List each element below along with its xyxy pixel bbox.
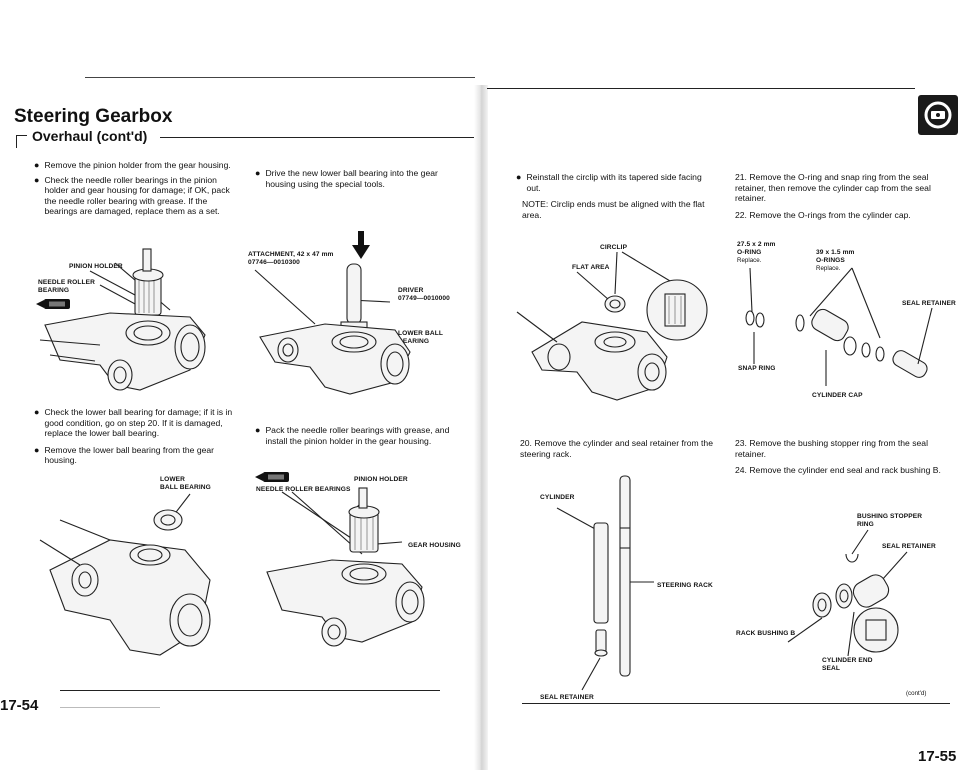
bullet-item: ●Reinstall the circlip with its tapered … bbox=[516, 172, 716, 193]
label-seal-retainer-r1: SEAL RETAINER bbox=[540, 694, 594, 701]
label-seal: SEAL bbox=[822, 665, 840, 672]
label-driver: DRIVER bbox=[398, 287, 424, 294]
label-needle-roller: NEEDLE ROLLER bbox=[38, 279, 95, 286]
subtitle-bracket bbox=[16, 135, 27, 148]
bullet-text: Pack the needle roller bearings with gre… bbox=[265, 425, 450, 446]
pinion-install-illustration bbox=[266, 487, 425, 647]
lower-ball-bearing-illustration bbox=[39, 493, 211, 656]
label-bearing2: BEARING bbox=[398, 338, 430, 345]
label-oring-replace: Replace. bbox=[737, 257, 762, 264]
col1-bullets-a: ●Remove the pinion holder from the gear … bbox=[34, 160, 234, 217]
right-col1-bullet: ●Reinstall the circlip with its tapered … bbox=[516, 172, 716, 193]
page-number-right: 17-55 bbox=[918, 748, 957, 765]
label-rack-bushing: RACK BUSHING B bbox=[736, 630, 796, 637]
bullet-item: ●Remove the lower ball bearing from the … bbox=[34, 445, 234, 466]
bushing-exploded-illustration bbox=[787, 529, 908, 657]
label-oring-size: 27.5 x 2 mm bbox=[737, 241, 776, 248]
bullet-item: ●Drive the new lower ball bearing into t… bbox=[255, 168, 460, 189]
bullet-text: Reinstall the circlip with its tapered s… bbox=[526, 172, 702, 193]
bullet-item: ●Pack the needle roller bearings with gr… bbox=[255, 425, 460, 446]
bottom-rule bbox=[60, 690, 440, 691]
bullet-item: ●Check the lower ball bearing for damage… bbox=[34, 407, 233, 438]
oring-exploded-illustration bbox=[745, 267, 933, 386]
subtitle-rule bbox=[160, 137, 474, 138]
bullet-item: ●Remove the pinion holder from the gear … bbox=[34, 160, 231, 170]
label-orings-size: 39 x 1.5 mm bbox=[816, 249, 855, 256]
grease-tube-icon bbox=[36, 299, 70, 309]
top-rule-right bbox=[487, 88, 915, 89]
label-lower-ball: LOWER BALL bbox=[398, 330, 443, 337]
bullet-text: Remove the pinion holder from the gear h… bbox=[44, 160, 231, 170]
label-pinion-holder2: PINION HOLDER bbox=[354, 476, 408, 483]
bullet-item: ●Check the needle roller bearings in the… bbox=[34, 175, 234, 217]
label-bearing: BEARING bbox=[38, 287, 70, 294]
step-23: 23. Remove the bushing stopper ring from… bbox=[735, 438, 928, 459]
label-oring: O-RING bbox=[737, 249, 762, 256]
top-rule bbox=[85, 77, 475, 78]
note-text: NOTE: Circlip ends must be aligned with … bbox=[522, 199, 705, 220]
label-steering-rack: STEERING RACK bbox=[657, 582, 713, 589]
label-driver-no: 07749—0010000 bbox=[398, 295, 450, 302]
grease-tube-icon bbox=[255, 472, 289, 482]
col2-bullet-a: ●Drive the new lower ball bearing into t… bbox=[255, 168, 460, 189]
label-ring: RING bbox=[857, 521, 874, 528]
step-24: 24. Remove the cylinder end seal and rac… bbox=[735, 465, 941, 475]
label-bushing-stopper: BUSHING STOPPER bbox=[857, 513, 923, 520]
label-circlip: CIRCLIP bbox=[600, 244, 628, 251]
label-gear-housing: GEAR HOUSING bbox=[408, 542, 461, 549]
bottom-rule-right bbox=[522, 703, 950, 704]
label-seal-retainer-r3: SEAL RETAINER bbox=[882, 543, 936, 550]
label-orings: O-RINGS bbox=[816, 257, 845, 264]
label-attachment-no: 07746—0010300 bbox=[248, 259, 300, 266]
label-seal-retainer-r2: SEAL RETAINER bbox=[902, 300, 956, 307]
bullet-text: Check the lower ball bearing for damage;… bbox=[44, 407, 233, 438]
continued-note: (cont'd) bbox=[906, 690, 927, 697]
page-title: Steering Gearbox bbox=[14, 106, 173, 127]
col2-bullet-b: ●Pack the needle roller bearings with gr… bbox=[255, 425, 460, 446]
label-orings-replace: Replace. bbox=[816, 265, 841, 272]
page-number-left: 17-54 bbox=[0, 697, 39, 714]
label-lower: LOWER bbox=[160, 476, 186, 483]
step-20: 20. Remove the cylinder and seal retaine… bbox=[520, 438, 713, 459]
page-gutter bbox=[474, 85, 488, 770]
footer-rule bbox=[60, 707, 160, 708]
bullet-text: Drive the new lower ball bearing into th… bbox=[265, 168, 438, 189]
label-cylinder-end: CYLINDER END bbox=[822, 657, 873, 664]
steering-wheel-icon bbox=[918, 95, 958, 135]
bullet-text: Check the needle roller bearings in the … bbox=[44, 174, 230, 217]
label-ball-bearing: BALL BEARING bbox=[160, 484, 211, 491]
label-flat-area: FLAT AREA bbox=[572, 264, 610, 271]
label-cylinder-cap: CYLINDER CAP bbox=[812, 392, 863, 399]
label-pinion-holder: PINION HOLDER bbox=[69, 263, 123, 270]
label-snap-ring: SNAP RING bbox=[738, 365, 776, 372]
page-subtitle: Overhaul (cont'd) bbox=[32, 128, 148, 144]
label-cylinder: CYLINDER bbox=[540, 494, 575, 501]
bullet-text: Remove the lower ball bearing from the g… bbox=[44, 444, 215, 466]
drive-arrow-icon bbox=[352, 231, 370, 259]
label-attachment: ATTACHMENT, 42 x 47 mm bbox=[248, 251, 334, 258]
step-22: 22. Remove the O-rings from the cylinder… bbox=[735, 210, 911, 220]
step-21: 21. Remove the O-ring and snap ring from… bbox=[735, 172, 931, 203]
left-page: Steering Gearbox Overhaul (cont'd) ●Remo… bbox=[0, 0, 478, 770]
label-needle-roller-bearings: NEEDLE ROLLER BEARINGS bbox=[256, 486, 351, 493]
col1-bullets-b: ●Check the lower ball bearing for damage… bbox=[34, 407, 234, 466]
right-page: ●Reinstall the circlip with its tapered … bbox=[482, 0, 960, 770]
pinion-holder-illustration bbox=[39, 248, 206, 391]
driver-install-illustration bbox=[254, 263, 411, 395]
cylinder-removal-illustration bbox=[556, 475, 654, 691]
circlip-illustration bbox=[516, 251, 708, 401]
